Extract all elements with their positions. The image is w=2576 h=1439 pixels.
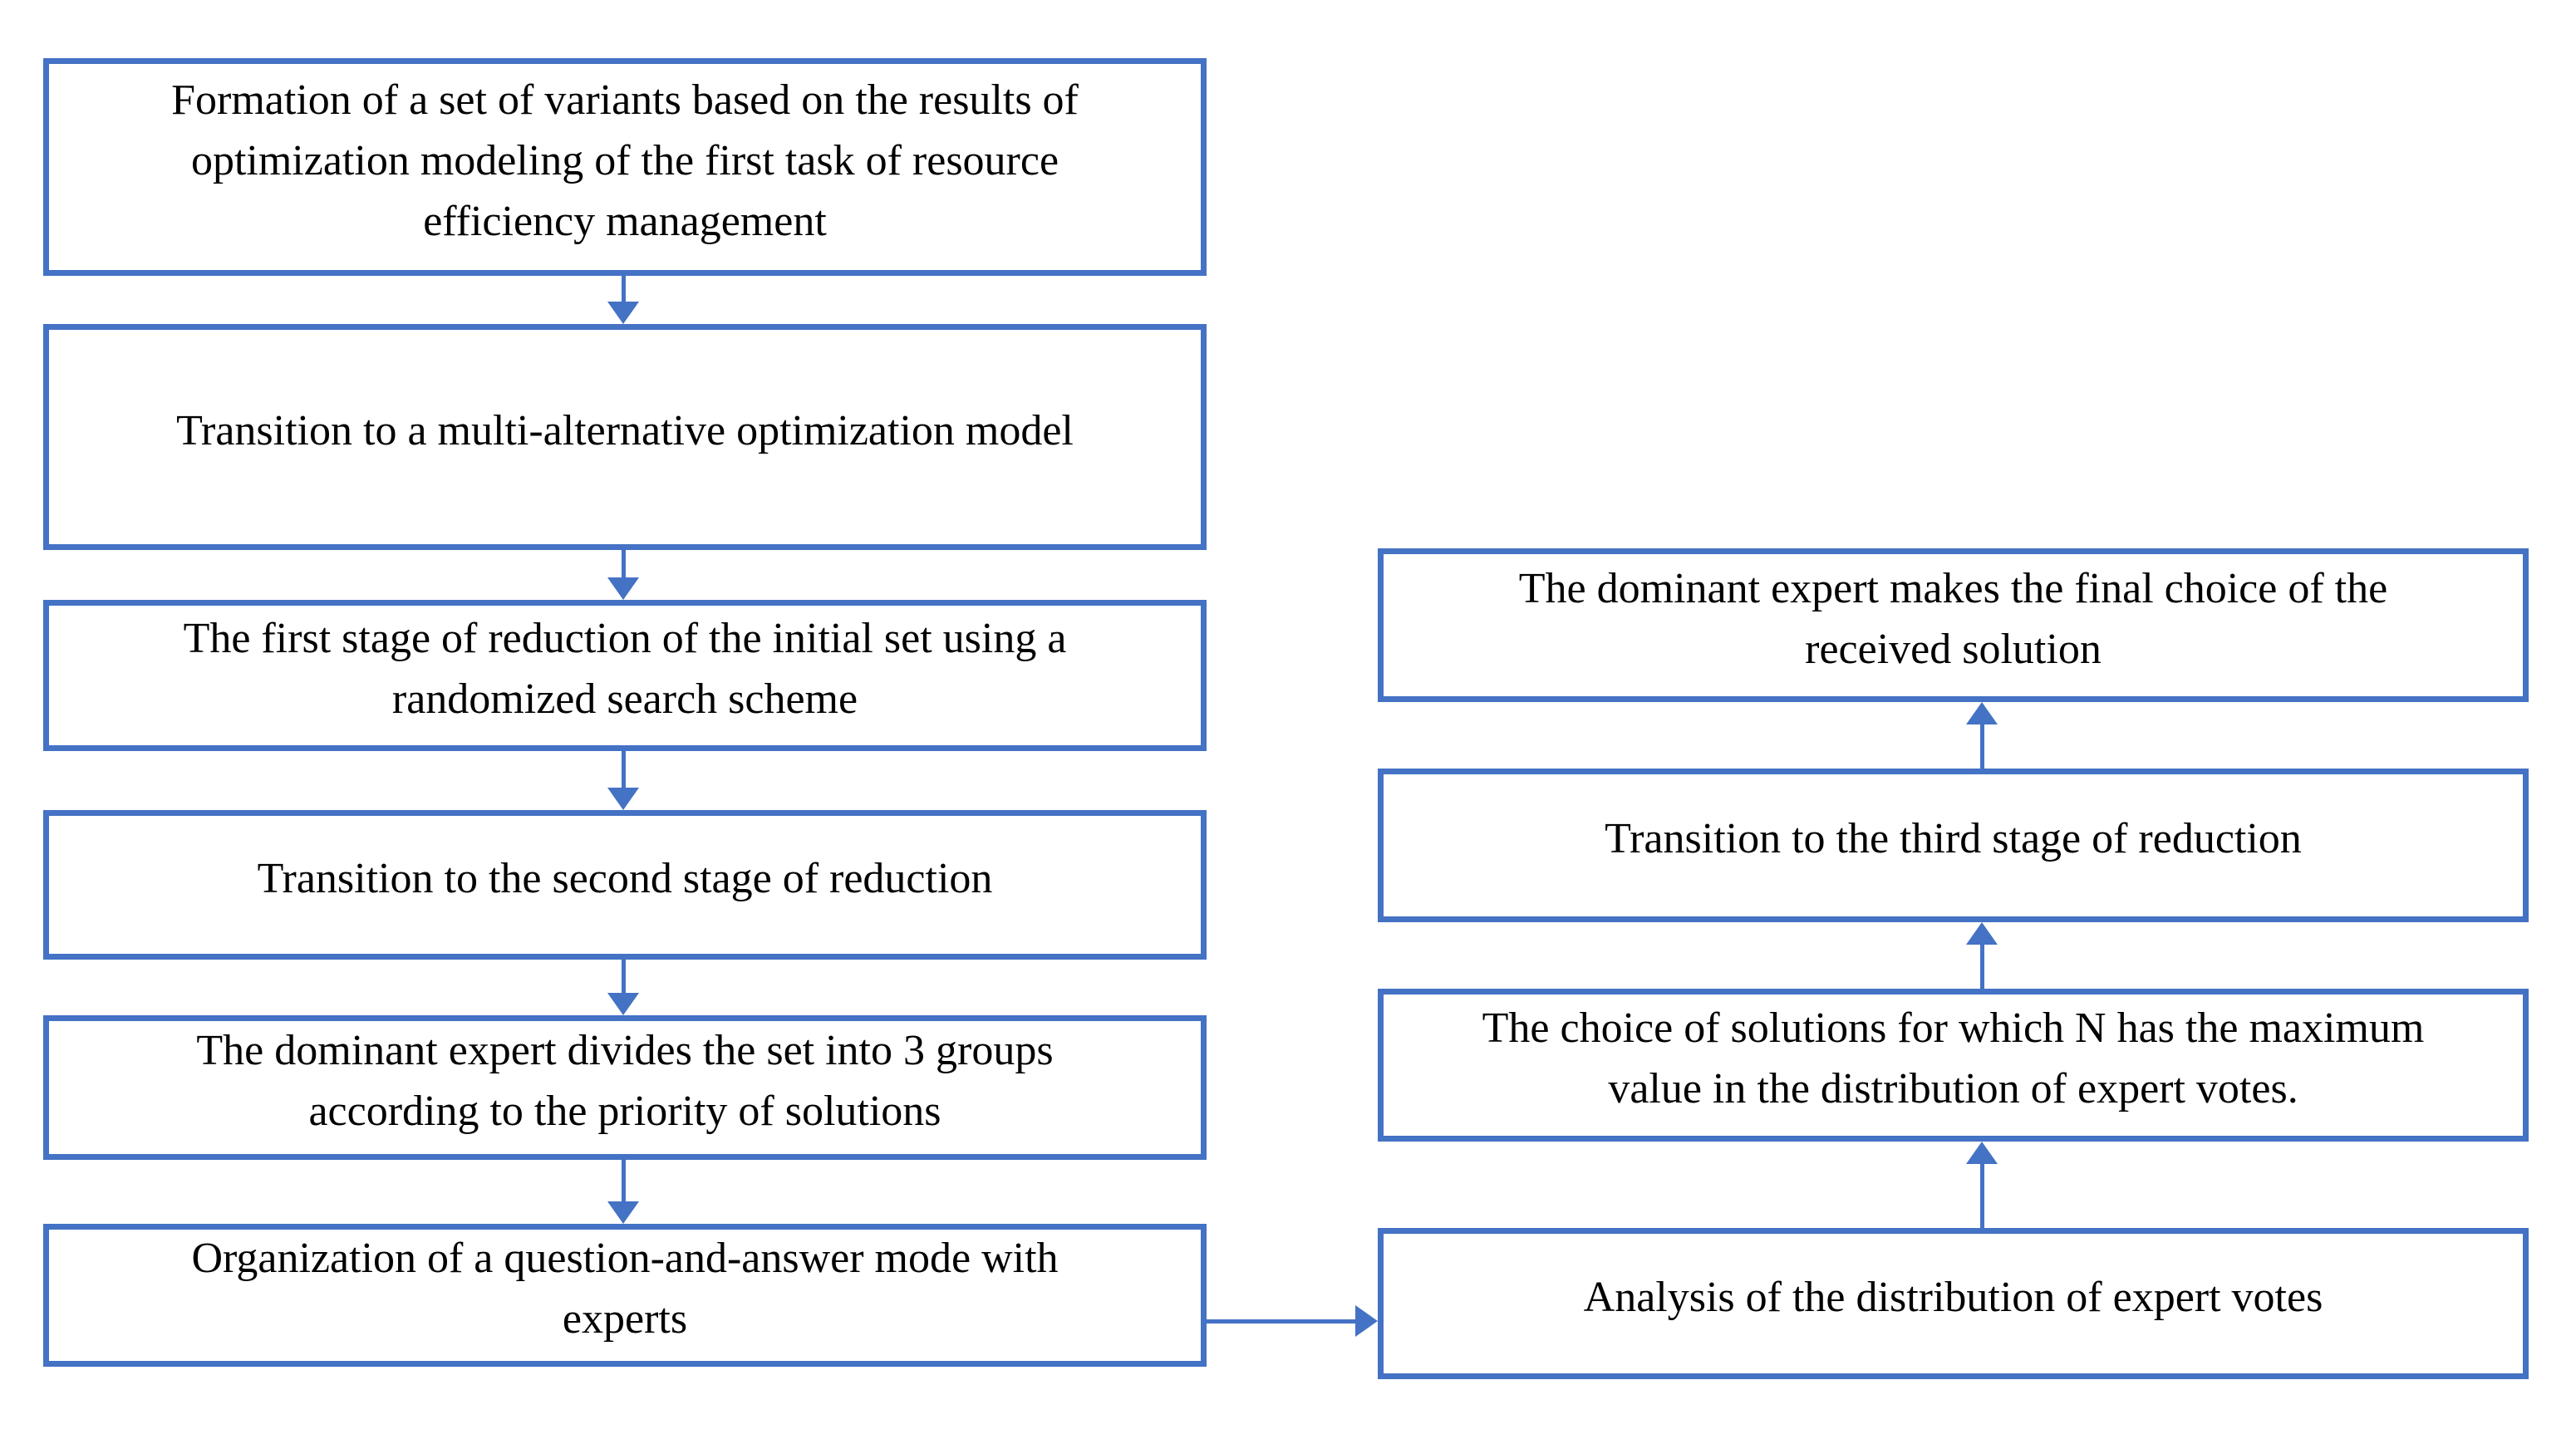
- arrow-line: [621, 751, 626, 788]
- flow-box-first-stage-reduction: The first stage of reduction of the init…: [43, 600, 1207, 751]
- arrow-down-second-stage-to-divides-groups: [607, 960, 639, 1015]
- flow-box-question-answer-mode: Organization of a question-and-answer mo…: [43, 1224, 1207, 1367]
- flow-box-analysis-expert-votes: Analysis of the distribution of expert v…: [1378, 1228, 2529, 1379]
- arrow-line: [621, 960, 626, 993]
- flow-box-choice-max-n: The choice of solutions for which N has …: [1378, 989, 2529, 1142]
- flow-box-transition-multi-alternative-model: Transition to a multi-alternative optimi…: [43, 324, 1207, 550]
- arrow-line: [621, 1160, 626, 1201]
- flow-box-label: Transition to the second stage of reduct…: [257, 854, 993, 902]
- flow-box-label: The dominant expert makes the final choi…: [1518, 564, 2388, 673]
- flow-box-final-choice: The dominant expert makes the final choi…: [1378, 548, 2529, 702]
- arrowhead-up-icon: [1966, 922, 1998, 945]
- flow-box-label: Formation of a set of variants based on …: [171, 76, 1079, 245]
- flow-box-label: The choice of solutions for which N has …: [1482, 1004, 2425, 1112]
- arrowhead-up-icon: [1966, 1142, 1998, 1164]
- arrow-down-first-stage-to-second-stage: [607, 751, 639, 810]
- arrowhead-down-icon: [607, 993, 639, 1015]
- arrowhead-down-icon: [607, 302, 639, 324]
- flow-box-label: Transition to the third stage of reducti…: [1605, 815, 2302, 862]
- flow-box-transition-second-stage: Transition to the second stage of reduct…: [43, 810, 1207, 960]
- arrowhead-up-icon: [1966, 702, 1998, 724]
- flow-box-formation-of-variants: Formation of a set of variants based on …: [43, 58, 1207, 276]
- arrow-right-question-answer-to-analysis: [1207, 1305, 1378, 1337]
- arrow-up-choice-max-n-to-transition-third: [1966, 922, 1998, 989]
- flow-box-label: Analysis of the distribution of expert v…: [1583, 1273, 2323, 1321]
- arrow-down-divides-groups-to-question-answer: [607, 1160, 639, 1224]
- arrow-down-formation-to-multi-alternative: [607, 276, 639, 324]
- arrowhead-down-icon: [607, 1201, 639, 1224]
- arrow-line: [1979, 1164, 1984, 1228]
- flow-box-label: Organization of a question-and-answer mo…: [191, 1235, 1059, 1343]
- flow-box-label: Transition to a multi-alternative optimi…: [176, 406, 1074, 454]
- arrow-line: [1979, 945, 1984, 989]
- arrowhead-right-icon: [1355, 1305, 1378, 1337]
- arrow-line: [1979, 724, 1984, 769]
- arrow-up-transition-third-to-final-choice: [1966, 702, 1998, 769]
- flow-box-dominant-expert-divides-groups: The dominant expert divides the set into…: [43, 1015, 1207, 1160]
- arrow-line: [621, 276, 626, 302]
- arrowhead-down-icon: [607, 788, 639, 810]
- arrowhead-down-icon: [607, 577, 639, 600]
- flow-box-label: The dominant expert divides the set into…: [196, 1027, 1054, 1135]
- flow-box-label: The first stage of reduction of the init…: [183, 615, 1067, 723]
- flow-box-transition-third-stage: Transition to the third stage of reducti…: [1378, 769, 2529, 922]
- arrow-line: [1207, 1319, 1355, 1324]
- arrow-up-analysis-to-choice-max-n: [1966, 1142, 1998, 1228]
- arrow-line: [621, 550, 626, 577]
- arrow-down-multi-alternative-to-first-stage: [607, 550, 639, 600]
